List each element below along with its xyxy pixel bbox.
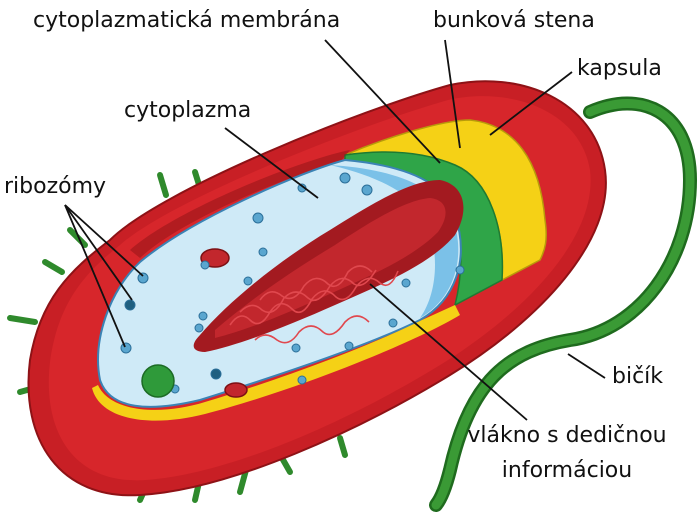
label-dna-line1: vlákno s dedičnou — [467, 423, 667, 448]
label-cell-wall: bunková stena — [433, 8, 595, 33]
label-ribosomes: ribozómy — [4, 174, 107, 199]
leader-lines — [64, 39, 606, 421]
dna-nucleoid — [193, 180, 464, 352]
label-dna-line2: informáciou — [501, 458, 633, 483]
storage-granule — [141, 364, 175, 398]
label-capsule: kapsula — [577, 56, 662, 81]
label-cytoplasm: cytoplazma — [124, 98, 252, 123]
label-flagellum: bičík — [612, 364, 664, 389]
pili — [7, 169, 348, 503]
ribosomes — [120, 172, 465, 394]
label-membrane: cytoplazmatická membrána — [33, 8, 341, 33]
